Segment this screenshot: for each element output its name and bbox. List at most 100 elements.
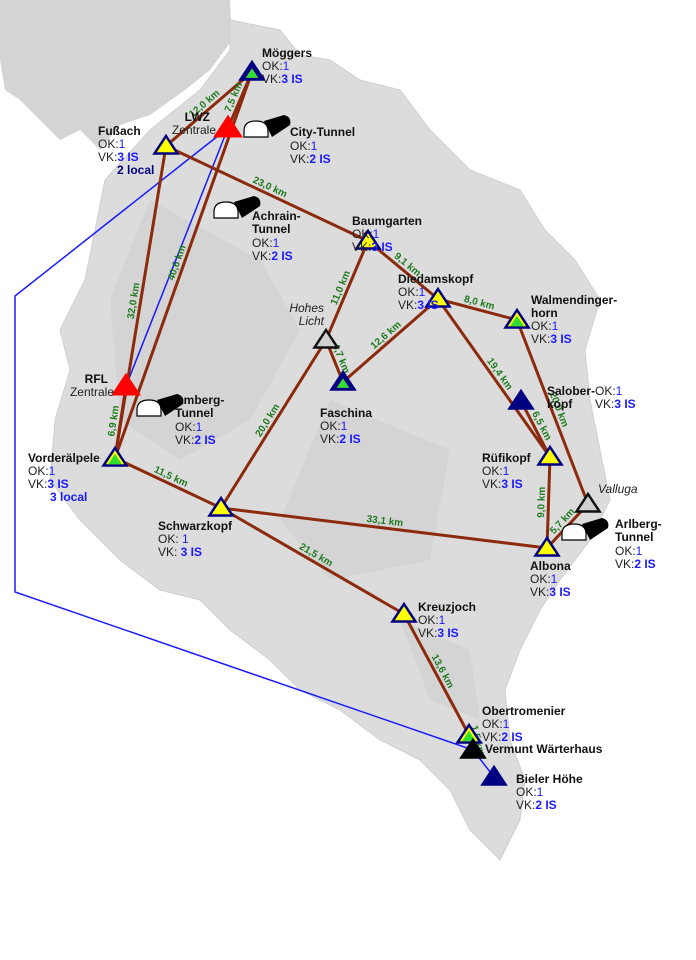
station-triangle-icon xyxy=(533,535,561,557)
link-vorderaelpele-schwarzkopf xyxy=(114,456,222,510)
tunnel-portal-icon xyxy=(561,523,587,541)
lake-bodensee xyxy=(0,0,232,150)
tunnel-portal-icon xyxy=(136,399,162,417)
station-triangle-icon xyxy=(390,601,418,623)
region-background xyxy=(0,0,611,861)
tunnel-icon xyxy=(264,115,291,137)
ok-count: OK:1 xyxy=(531,319,559,333)
station-name: Rüfikopf xyxy=(482,451,532,465)
ok-count: OK:1 xyxy=(262,59,290,73)
station-name: Valluga xyxy=(598,482,638,496)
station-name: Vermunt Wärterhaus xyxy=(485,742,603,756)
ok-count: OK:1 xyxy=(516,785,544,799)
ok-count: OK:1 xyxy=(252,236,280,250)
link-saloberkopf-ruefikopf xyxy=(519,400,552,458)
station-name: Bieler Höhe xyxy=(516,772,583,786)
station-name-line2: horn xyxy=(531,306,558,320)
station-name: Fußach xyxy=(98,124,141,138)
tunnel-name-line2: Tunnel xyxy=(175,406,213,420)
vk-count: VK:2 IS xyxy=(482,730,523,744)
station-triangle-icon xyxy=(507,388,535,410)
local-count: 2 local xyxy=(117,163,154,177)
link-distance: 33,1 km xyxy=(366,514,404,529)
tunnel-icon xyxy=(582,518,609,540)
station-name: RFL xyxy=(85,372,108,386)
station-triangle-icon xyxy=(574,491,602,513)
link-schwarzkopf-hoheslicht xyxy=(219,339,328,509)
ok-count: OK:1 xyxy=(175,420,203,434)
station-triangle-icon xyxy=(207,495,235,517)
vk-count: VK:3 IS xyxy=(531,332,572,346)
ok-count: OK:1 xyxy=(482,464,510,478)
vk-count: VK:2 IS xyxy=(615,557,656,571)
station-triangle-icon xyxy=(459,737,487,759)
station-triangle-icon xyxy=(336,378,350,388)
station-triangle-icon xyxy=(424,286,452,308)
station-name: Obertromenier xyxy=(482,704,566,718)
station-triangle-icon xyxy=(480,764,508,786)
vk-count: VK:3 IS xyxy=(418,626,459,640)
station-name-line2: kopf xyxy=(547,397,573,411)
link-baumgarten-diedamskopf xyxy=(367,239,439,301)
station-triangle-icon xyxy=(213,114,243,138)
station-triangle-icon xyxy=(312,327,340,349)
station-triangle-icon xyxy=(245,68,259,78)
link-kreuzjoch-obertromenier xyxy=(402,613,471,736)
station-name: Kreuzjoch xyxy=(418,600,476,614)
station-triangle-icon xyxy=(510,315,524,327)
blue-link-lwz-rfl xyxy=(125,127,229,387)
vk-count: VK:2 IS xyxy=(175,433,216,447)
ok-count: OK:1 xyxy=(352,227,380,241)
tunnel-name-line2: Tunnel xyxy=(252,222,290,236)
ok-count: OK:1 xyxy=(418,613,446,627)
station-subtitle: Zentrale xyxy=(172,123,216,137)
station-triangle-icon xyxy=(536,444,564,466)
station-name: LWZ xyxy=(185,110,210,124)
link-faschina-diedamskopf xyxy=(342,297,439,384)
vk-count: VK:2 IS xyxy=(516,798,557,812)
station-name: Salober- xyxy=(547,384,595,398)
station-vermunt[interactable]: Vermunt Wärterhaus xyxy=(459,737,603,759)
link-distance: 9,0 km xyxy=(536,486,548,518)
vk-count: VK:3 IS xyxy=(595,397,636,411)
station-name-line2: Licht xyxy=(299,314,325,328)
station-name: Hohes xyxy=(289,301,324,315)
station-name: Baumgarten xyxy=(352,214,422,228)
ok-count: OK:1 xyxy=(290,139,318,153)
vk-count: VK:3 IS xyxy=(352,240,393,254)
link-diedamskopf-walmendingerhorn xyxy=(437,297,518,322)
station-triangle-icon xyxy=(462,730,476,742)
station-name: Schwarzkopf xyxy=(158,519,233,533)
station-triangle-icon xyxy=(354,228,382,250)
ok-count: OK:1 xyxy=(482,717,510,731)
station-triangle-icon xyxy=(111,372,141,396)
link-ruefikopf-albona xyxy=(545,456,552,549)
station-valluga[interactable]: Valluga xyxy=(574,482,638,513)
station-name: Walmendinger- xyxy=(531,293,617,307)
vk-count: VK:3 IS xyxy=(98,150,139,164)
